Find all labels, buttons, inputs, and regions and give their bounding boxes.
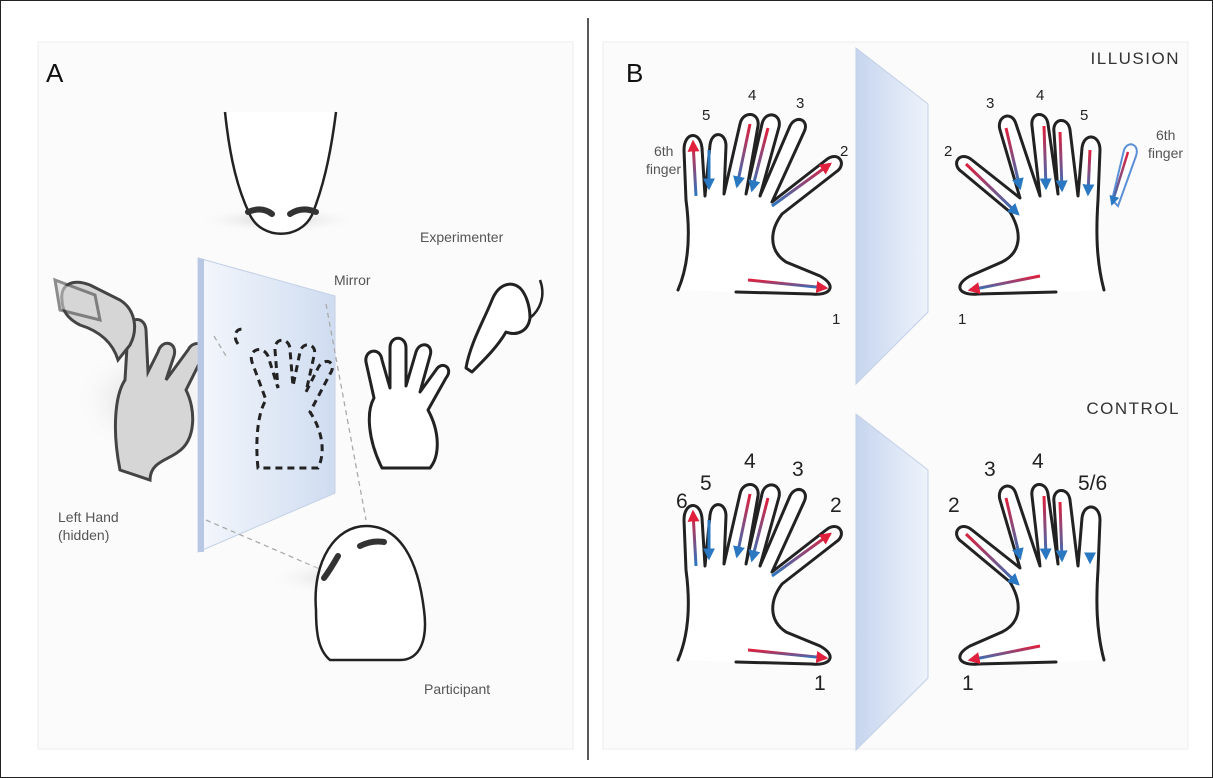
control-left-number-1: 1 (814, 672, 826, 695)
illusion-right-number-4: 4 (1036, 87, 1044, 104)
experimenter-label: Experimenter (420, 229, 504, 245)
control-title: CONTROL (1086, 399, 1180, 418)
control-right-number-2: 2 (948, 494, 960, 517)
control-right-arrow-finger4 (1044, 496, 1046, 558)
control-right-number-4: 4 (1032, 450, 1044, 473)
illusion-title: ILLUSION (1091, 49, 1180, 68)
left-hand-label-line1: Left Hand (58, 509, 119, 525)
control-right-number-1: 1 (962, 672, 974, 695)
control-right-number-3: 3 (984, 458, 996, 481)
mirror-label: Mirror (334, 272, 371, 288)
illusion-left-number-1: 1 (832, 311, 840, 328)
left-hand-label-line2: (hidden) (58, 527, 109, 543)
illusion-right-number-5: 5 (1080, 107, 1088, 124)
illusion-left-sixth-finger-line1: 6th (654, 143, 673, 159)
illusion-right-sixth-finger-line2: finger (1148, 145, 1183, 161)
control-left-number-5: 5 (700, 472, 712, 495)
illusion-left-number-5: 5 (702, 107, 710, 124)
control-left-number-6: 6 (676, 490, 688, 513)
illusion-right-arrow-finger4 (1044, 126, 1046, 188)
illusion-left-sixth-finger-line2: finger (646, 161, 681, 177)
illusion-right-number-2: 2 (944, 143, 952, 160)
illusion-left-number-4: 4 (748, 87, 756, 104)
participant-label: Participant (424, 681, 490, 697)
illusion-right-number-1: 1 (958, 311, 966, 328)
panel-b-letter: B (626, 58, 643, 88)
illusion-right-sixth-finger-line1: 6th (1156, 127, 1175, 143)
illusion-right-arrow-finger5 (1060, 132, 1062, 190)
control-left-number-3: 3 (792, 458, 804, 481)
illusion-right-number-3: 3 (986, 95, 994, 112)
control-right-arrow-finger5 (1060, 502, 1062, 560)
panel-a-letter: A (46, 58, 64, 88)
illusion-left-number-2: 2 (840, 143, 848, 160)
control-right-number-5-6: 5/6 (1078, 472, 1107, 495)
illusion-right-arrow-finger5b (1088, 150, 1090, 194)
control-left-number-2: 2 (830, 494, 842, 517)
control-left-number-4: 4 (744, 450, 756, 473)
illusion-left-number-3: 3 (796, 95, 804, 112)
